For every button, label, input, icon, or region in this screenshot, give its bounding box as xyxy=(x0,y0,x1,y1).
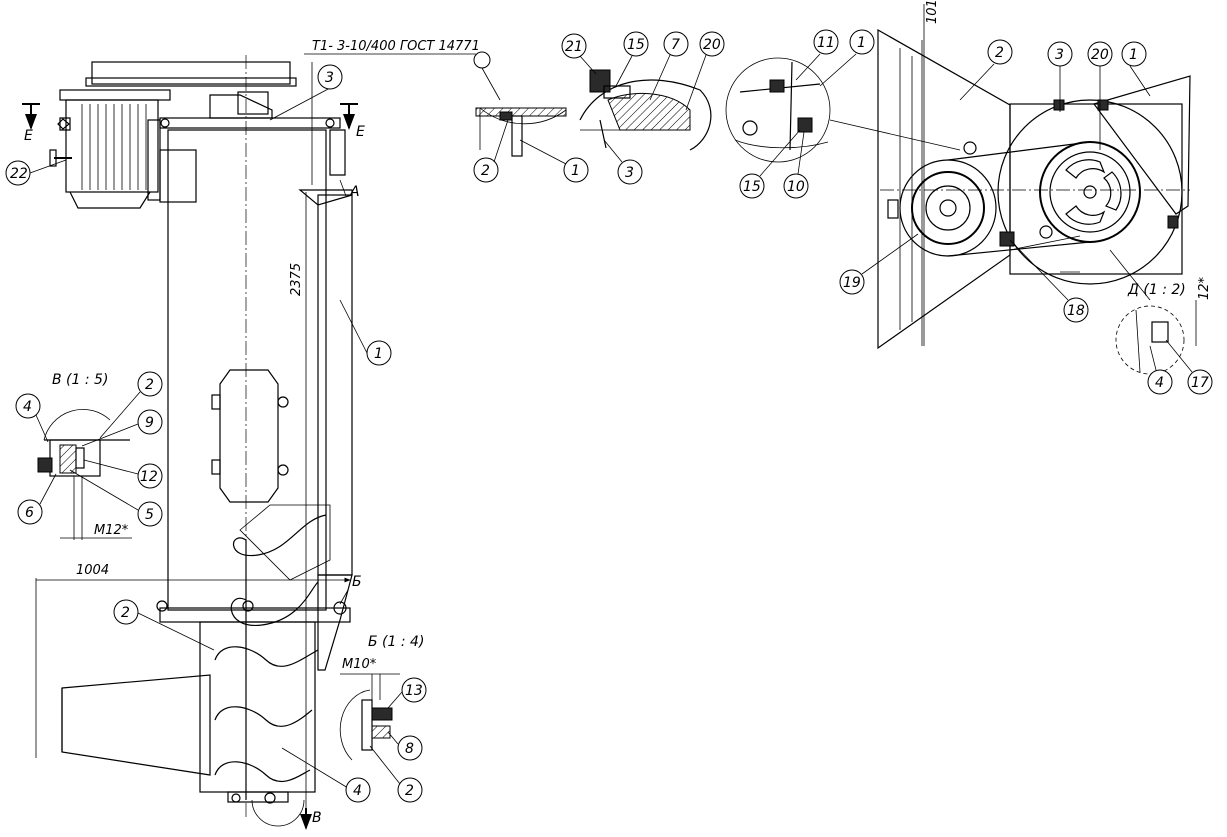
detail-v-title: В (1 : 5) xyxy=(52,372,108,388)
dim-height-2375: 2375 xyxy=(289,263,304,296)
large-pulley xyxy=(997,99,1183,285)
callout-10: 10 xyxy=(787,179,805,195)
callout-4-detail-d: 4 xyxy=(1155,375,1164,391)
callout-2-detail-b: 2 xyxy=(405,783,414,799)
detail-d-title: Д (1 : 2) xyxy=(1127,282,1186,298)
callout-6: 6 xyxy=(25,505,34,521)
hopper-top-view xyxy=(877,28,1011,350)
terminal-box xyxy=(159,149,197,203)
callout-3-detail: 3 xyxy=(625,165,634,181)
detail-v: В (1 : 5) M12* 4 2 9 12 6 5 xyxy=(15,371,163,540)
dim-angle-12: 12* xyxy=(1197,276,1212,300)
view-a-label: А xyxy=(349,184,360,200)
detail-b-title: Б (1 : 4) xyxy=(368,634,424,650)
main-elevation-view: Е Е xyxy=(22,55,365,830)
callout-3-top: 3 xyxy=(1055,47,1064,63)
dim-m10: M10* xyxy=(342,657,377,672)
callout-20-a: 20 xyxy=(703,37,721,53)
callout-4-main: 4 xyxy=(353,783,362,799)
auger-housing-lower xyxy=(199,621,316,793)
callout-20-top: 20 xyxy=(1091,47,1109,63)
electric-motor xyxy=(49,99,197,209)
auger-screw xyxy=(214,504,331,800)
callout-7: 7 xyxy=(671,37,680,53)
callout-17: 17 xyxy=(1191,375,1209,391)
belt-drive-top xyxy=(91,61,291,85)
callout-13: 13 xyxy=(405,683,423,699)
callout-4-detail-v: 4 xyxy=(23,399,32,415)
callout-1-weld: 1 xyxy=(571,163,580,179)
callout-1-top: 1 xyxy=(1129,47,1138,63)
callout-2-main: 2 xyxy=(121,605,130,621)
view-b-marker: Б xyxy=(352,574,362,590)
callout-9: 9 xyxy=(145,415,154,431)
weld-note: Т1- 3-10/400 ГОСТ 14771 xyxy=(312,39,480,54)
intake-hopper xyxy=(61,674,211,776)
callout-18: 18 xyxy=(1067,303,1085,319)
callout-21: 21 xyxy=(565,39,583,55)
dim-width-1004: 1004 xyxy=(76,563,109,578)
callout-3-main: 3 xyxy=(325,70,334,86)
view-v-marker: В xyxy=(312,810,322,826)
callout-1-main: 1 xyxy=(374,346,383,362)
small-pulley xyxy=(899,159,997,257)
section-e-left-label: Е xyxy=(24,128,33,144)
discharge-chute xyxy=(298,129,353,671)
callout-15-a: 15 xyxy=(627,37,645,53)
auger-tube-body xyxy=(167,129,327,611)
mounting-arm xyxy=(159,117,341,129)
callout-15-b: 15 xyxy=(743,179,761,195)
dim-m12: M12* xyxy=(94,523,129,538)
callout-2-detail-v: 2 xyxy=(145,377,154,393)
dim-height-1015: 1015 xyxy=(925,0,940,24)
top-view: 1015 2 3 xyxy=(839,0,1213,395)
callout-2-top: 2 xyxy=(995,45,1004,61)
callout-11: 11 xyxy=(817,35,835,51)
detail-b: Б (1 : 4) M10* 13 8 2 xyxy=(339,634,427,803)
callout-2-weld: 2 xyxy=(481,163,490,179)
inspection-hatch xyxy=(211,369,289,503)
weld-detail: Т1- 3-10/400 ГОСТ 14771 2 1 xyxy=(304,39,589,183)
detail-tensioner: 11 1 15 10 xyxy=(725,29,961,199)
callout-12: 12 xyxy=(140,469,158,485)
detail-pulley-bracket: 21 15 7 20 3 xyxy=(561,31,725,185)
main-callouts: 22 3 1 2 4 xyxy=(5,64,392,803)
callout-8: 8 xyxy=(405,741,414,757)
callout-22: 22 xyxy=(10,166,28,182)
callout-1-tensioner: 1 xyxy=(857,35,866,51)
mounting-plate xyxy=(1009,103,1183,275)
section-e-right-label: Е xyxy=(356,124,365,140)
callout-19: 19 xyxy=(843,275,861,291)
callout-5: 5 xyxy=(145,507,154,523)
